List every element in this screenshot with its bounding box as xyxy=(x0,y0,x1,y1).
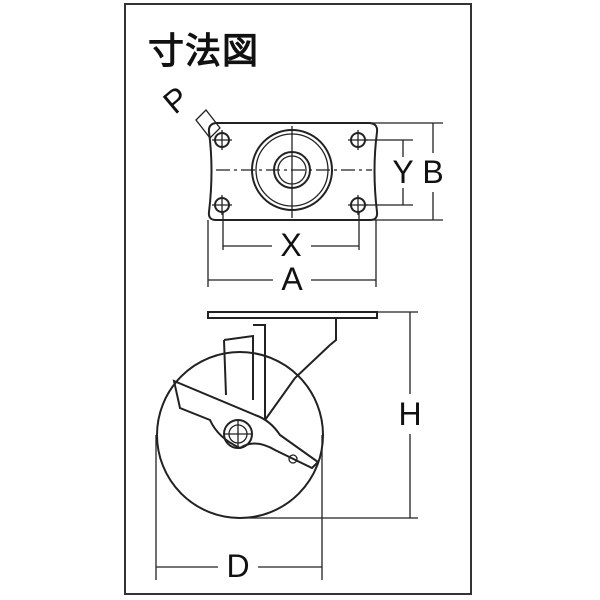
dimension-label-p: P xyxy=(156,79,195,120)
dimension-label-y: Y xyxy=(392,154,413,190)
dimension-label-a: A xyxy=(281,261,303,297)
dimension-label-d: D xyxy=(226,548,249,584)
diagram-frame xyxy=(124,3,472,595)
dimension-label-h: H xyxy=(398,396,421,432)
side-view-caster xyxy=(156,311,378,519)
dimension-label-x: X xyxy=(280,227,301,263)
dimension-label-b: B xyxy=(422,154,443,190)
dimension-lines-top xyxy=(207,122,443,287)
bolt-holes xyxy=(212,130,368,215)
wheel xyxy=(156,351,324,519)
diagram-title: 寸法図 xyxy=(148,31,260,72)
top-view-mounting-plate xyxy=(195,109,379,221)
dimension-lines-side xyxy=(155,311,418,580)
